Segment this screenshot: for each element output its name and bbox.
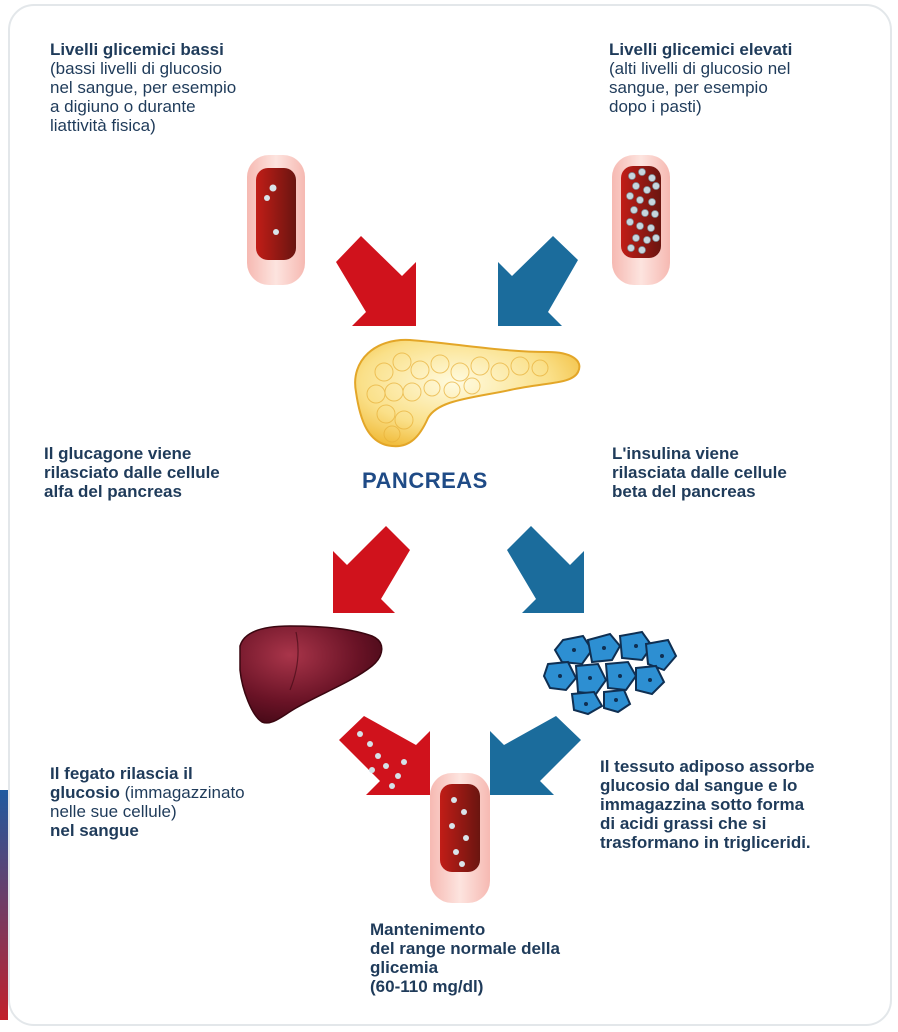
liver-label: Il fegato rilascia il glucosio (immagazz…: [50, 764, 245, 840]
arrow-red-to-pancreas: [336, 236, 416, 326]
normal-range-label: Mantenimento del range normale della gli…: [370, 920, 560, 996]
glucagon-line: alfa del pancreas: [44, 482, 182, 501]
vessel-low-glucose: [247, 155, 305, 285]
arrow-blue-to-pancreas: [498, 236, 578, 326]
adipose-line: trasformano in trigliceridi.: [600, 833, 811, 852]
liver-organ: [239, 625, 383, 724]
low-glucose-label: Livelli glicemici bassi (bassi livelli d…: [50, 40, 236, 135]
adipose-line: glucosio dal sangue e lo: [600, 776, 798, 795]
high-glucose-label: Livelli glicemici elevati (alti livelli …: [609, 40, 792, 116]
glucagon-label: Il glucagone viene rilasciato dalle cell…: [44, 444, 220, 501]
low-glucose-line: (bassi livelli di glucosio: [50, 59, 222, 78]
adipose-line: di acidi grassi che si: [600, 814, 767, 833]
low-glucose-line: liattività fisica): [50, 116, 156, 135]
normal-range-line: Mantenimento: [370, 920, 486, 939]
insulin-line: beta del pancreas: [612, 482, 756, 501]
liver-line: nelle sue cellule): [50, 802, 177, 821]
insulin-label: L'insulina viene rilasciata dalle cellul…: [612, 444, 787, 501]
pancreas-organ: [354, 338, 581, 448]
high-glucose-title: Livelli glicemici elevati: [609, 40, 793, 59]
insulin-line: rilasciata dalle cellule: [612, 463, 787, 482]
pancreas-label: PANCREAS: [362, 468, 488, 493]
adipose-label: Il tessuto adiposo assorbe glucosio dal …: [600, 757, 814, 852]
liver-glucose-word: glucosio: [50, 783, 120, 802]
insulin-line: L'insulina viene: [612, 444, 739, 463]
arrow-red-liver-to-blood: [339, 716, 430, 795]
high-glucose-line: sangue, per esempio: [609, 78, 768, 97]
high-glucose-line: dopo i pasti): [609, 97, 702, 116]
liver-line-glucose: glucosio (immagazzinato: [50, 783, 245, 802]
glucagon-line: rilasciato dalle cellule: [44, 463, 220, 482]
low-glucose-title: Livelli glicemici bassi: [50, 40, 224, 59]
adipose-line: Il tessuto adiposo assorbe: [600, 757, 815, 776]
normal-range-line: glicemia: [370, 958, 439, 977]
vessel-high-glucose: [612, 155, 670, 285]
edge-decoration: [0, 790, 8, 1020]
low-glucose-line: a digiuno o durante: [50, 97, 196, 116]
arrow-blue-fat-to-blood: [490, 716, 581, 795]
high-glucose-line: (alti livelli di glucosio nel: [609, 59, 791, 78]
low-glucose-line: nel sangue, per esempio: [50, 78, 237, 97]
arrow-blue-to-fat: [507, 526, 584, 613]
glucagon-line: Il glucagone viene: [44, 444, 192, 463]
adipose-line: immagazzina sotto forma: [600, 795, 805, 814]
arrow-red-to-liver: [333, 526, 410, 613]
liver-stored-note: (immagazzinato: [119, 783, 245, 802]
liver-line: Il fegato rilascia il: [50, 764, 193, 783]
vessel-normal-glucose: [430, 773, 490, 903]
normal-range-line: del range normale della: [370, 939, 560, 958]
liver-line: nel sangue: [50, 821, 139, 840]
adipose-cells: [542, 630, 678, 716]
normal-range-values: (60-110 mg/dl): [370, 977, 484, 996]
